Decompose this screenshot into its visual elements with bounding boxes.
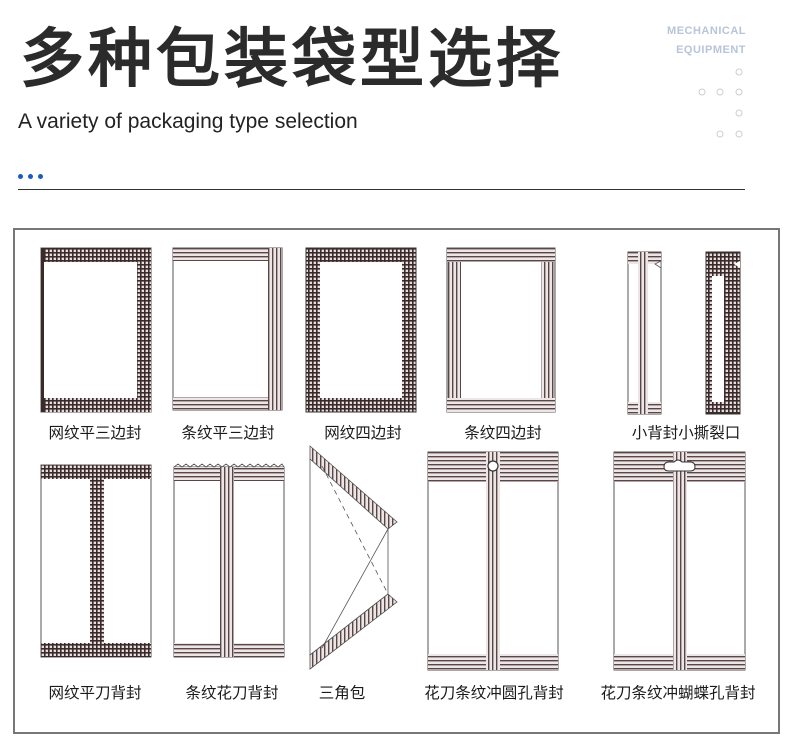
bag-triangle: [309, 445, 398, 670]
bag-mesh-4side: [305, 247, 417, 413]
accent-dots: [18, 164, 48, 183]
bag-types-panel: [13, 228, 780, 734]
brand-line-2: EQUIPMENT: [676, 44, 746, 56]
bag-round-hole: [427, 451, 559, 671]
bag-small-back-seal: [627, 251, 741, 415]
decorative-dots: [698, 68, 743, 138]
bag-label-stripe-3side: 条纹平三边封: [181, 424, 275, 442]
bag-stripe-3side: [172, 247, 283, 411]
page-title: 多种包装袋型选择: [20, 23, 564, 97]
bag-mesh-3side: [40, 247, 152, 413]
bag-label-stripe-zigzag-back-seal: 条纹花刀背封: [185, 684, 279, 702]
brand-text: MECHANICAL EQUIPMENT: [667, 22, 746, 60]
bag-label-triangle: 三角包: [318, 684, 366, 702]
bag-label-small-back-seal: 小背封小撕裂口: [631, 424, 741, 442]
bag-butterfly-hole: [613, 451, 746, 671]
bag-stripe-4side: [446, 247, 556, 413]
bag-label-mesh-4side: 网纹四边封: [324, 424, 402, 442]
bag-label-butterfly-hole: 花刀条纹冲蝴蝶孔背封: [600, 684, 756, 702]
page-subtitle: A variety of packaging type selection: [18, 110, 358, 133]
header-divider: [18, 189, 745, 190]
bag-stripe-zigzag-back-seal: [173, 463, 285, 658]
bag-label-stripe-4side: 条纹四边封: [464, 424, 542, 442]
bag-label-mesh-3side: 网纹平三边封: [48, 424, 142, 442]
bag-mesh-back-seal: [40, 464, 152, 658]
brand-line-1: MECHANICAL: [667, 25, 746, 37]
bag-label-mesh-back-seal: 网纹平刀背封: [48, 684, 142, 702]
bag-label-round-hole: 花刀条纹冲圆孔背封: [424, 684, 564, 702]
